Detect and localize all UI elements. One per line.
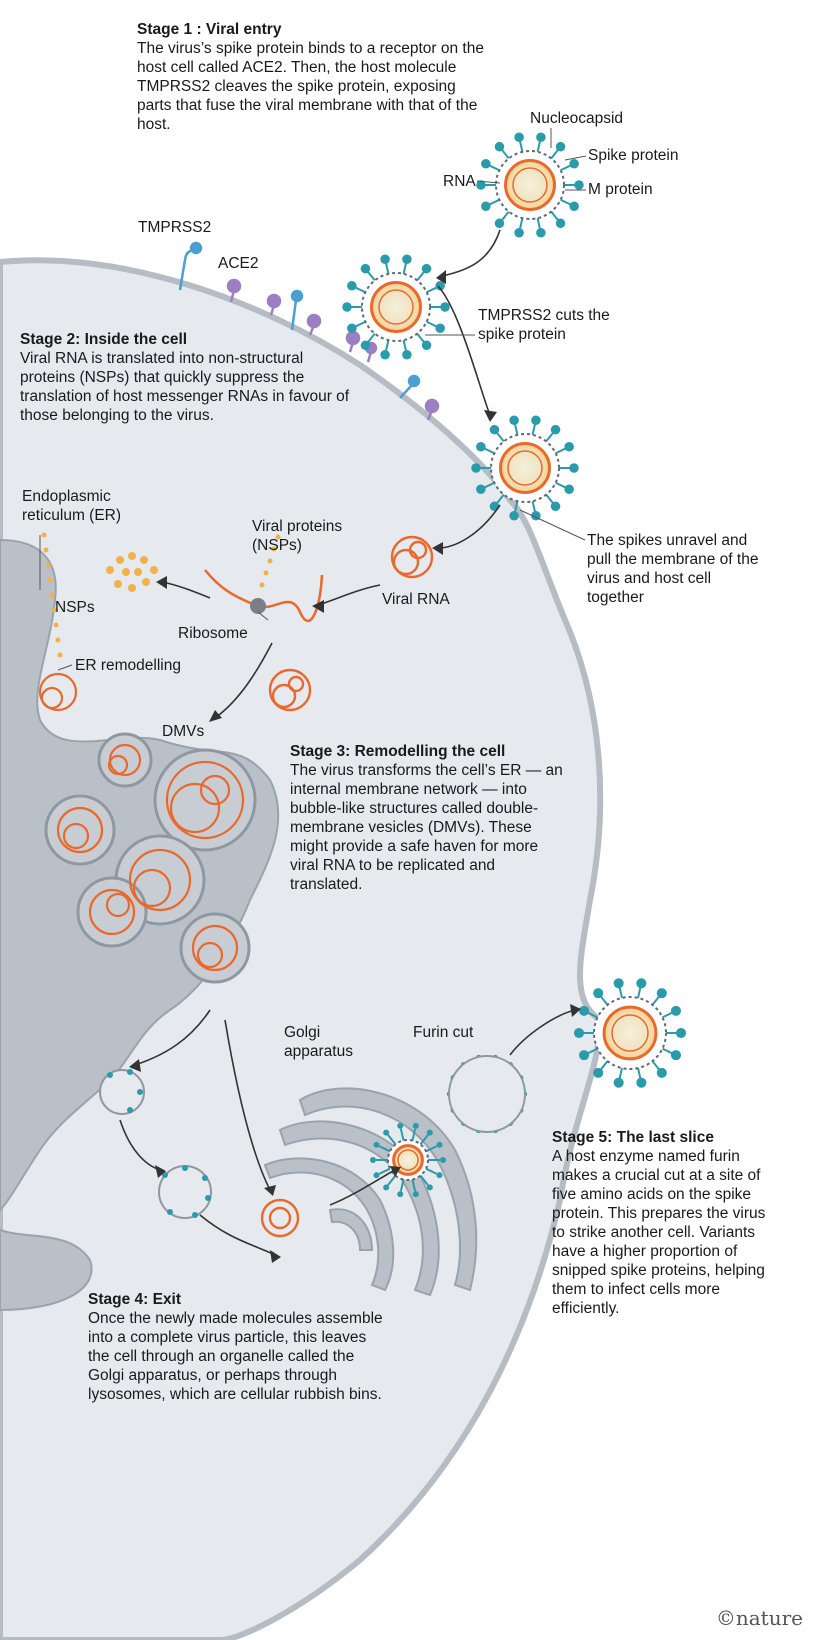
stage3-text: Stage 3: Remodelling the cell The virus … [290,742,565,894]
leader-lines [39,128,587,671]
label-viral-proteins: Viral proteins (NSPs) [252,518,343,554]
virus-golgi [370,1122,446,1198]
transport-vesicles [99,1055,526,1219]
label-nucleocapsid: Nucleocapsid [530,110,624,127]
virus-free [476,132,584,238]
label-dmvs: DMVs [162,723,205,740]
viral-rna-coils [260,535,434,1238]
label-er: Endoplasmic reticulum (ER) [22,488,122,524]
label-spike-protein: Spike protein [588,147,679,164]
tmprss2-receptors [178,241,421,399]
stage2-text: Stage 2: Inside the cell Viral RNA is tr… [20,330,350,425]
nature-credit: ©nature [715,1606,803,1630]
flow-arrows [119,229,576,1256]
stage5-heading: Stage 5: The last slice [552,1129,714,1146]
vesicle-spikes [107,1069,211,1218]
stage3-heading: Stage 3: Remodelling the cell [290,743,506,760]
label-golgi: Golgi apparatus [284,1024,353,1060]
stage4-body: Once the newly made molecules assemble i… [88,1310,383,1403]
label-tmprss2: TMPRSS2 [138,219,212,236]
stage2-body: Viral RNA is translated into non-structu… [20,350,350,424]
stage4-heading: Stage 4: Exit [88,1291,182,1308]
nsp-chains [41,532,281,658]
label-nsps: NSPs [55,599,95,616]
ribosome [250,598,266,614]
label-er-remodelling: ER remodelling [75,657,181,674]
virus-released [573,978,687,1088]
stage3-body: The virus transforms the cell’s ER — an … [290,762,563,893]
label-rna: RNA [443,173,476,190]
virus-binding [342,254,450,360]
stage5-body: A host enzyme named furin makes a crucia… [552,1148,766,1317]
rna-strand [204,569,324,623]
label-ace2: ACE2 [218,255,259,272]
stage1-body: The virus’s spike protein binds to a rec… [137,40,484,133]
stage4-text: Stage 4: Exit Once the newly made molecu… [88,1290,383,1404]
stage1-text: Stage 1 : Viral entry The virus’s spike … [137,20,487,134]
er-remodelling-rna [38,672,78,712]
stage1-heading: Stage 1 : Viral entry [137,21,282,38]
stage2-heading: Stage 2: Inside the cell [20,331,188,348]
label-m-protein: M protein [588,181,653,198]
arrowheads [129,270,581,1263]
host-cell [0,257,604,1640]
label-furin-cut: Furin cut [413,1024,474,1041]
label-ribosome: Ribosome [178,625,248,642]
label-spikes-unravel: The spikes unravel and pull the membrane… [587,532,759,606]
dmv-rna-bundles [56,743,245,972]
virus-fusing [471,415,579,521]
stage5-text: Stage 5: The last slice A host enzyme na… [552,1128,767,1318]
label-tmprss2-cuts: TMPRSS2 cuts the spike protein [478,307,610,343]
virus-particles [342,132,687,1198]
label-viral-rna: Viral RNA [382,591,450,608]
